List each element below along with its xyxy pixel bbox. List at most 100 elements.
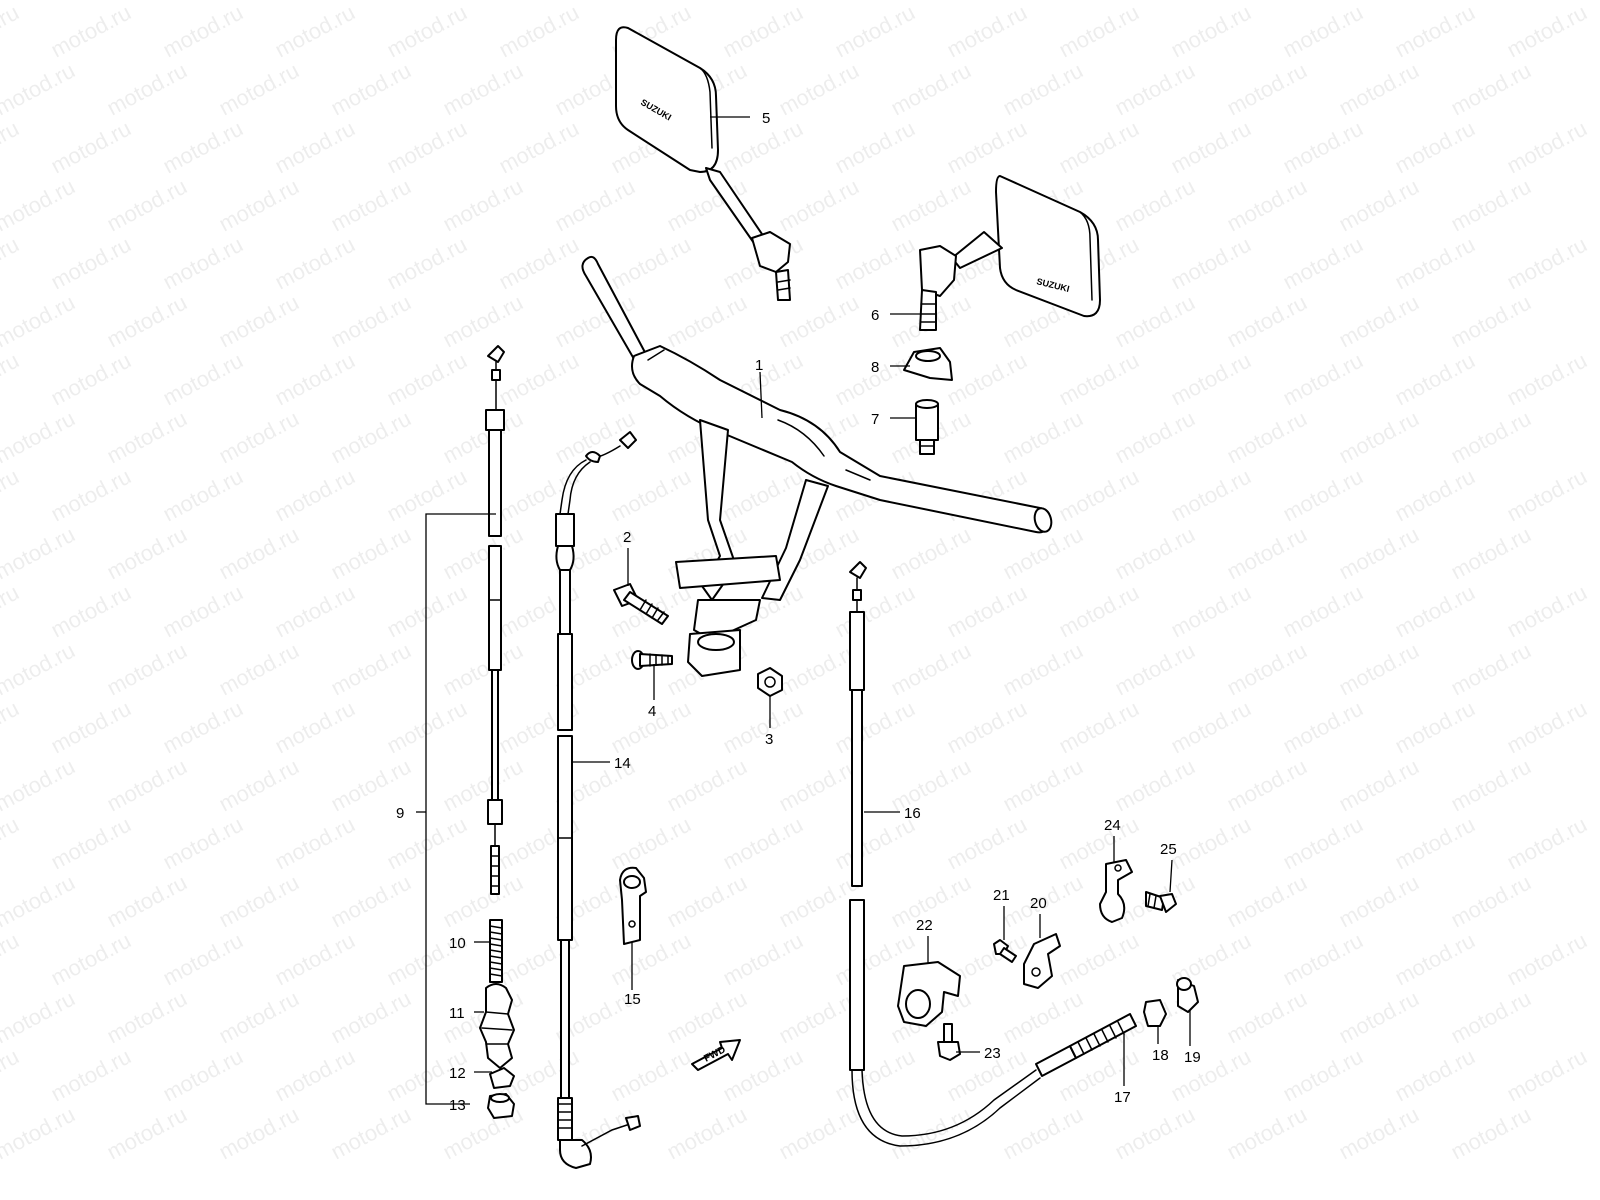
watermark-text: motod.ru (327, 58, 415, 121)
watermark-text: motod.ru (215, 522, 303, 585)
callout-15: 15 (624, 991, 641, 1008)
watermark-text: motod.ru (1167, 464, 1255, 527)
watermark-text: motod.ru (215, 870, 303, 933)
watermark-text: motod.ru (0, 116, 23, 179)
watermark-text: motod.ru (607, 812, 695, 875)
watermark-text: motod.ru (1279, 348, 1367, 411)
watermark-text: motod.ru (1111, 58, 1199, 121)
watermark-text: motod.ru (159, 116, 247, 179)
watermark-text: motod.ru (1223, 174, 1311, 237)
watermark-text: motod.ru (439, 174, 527, 237)
watermark-text: motod.ru (999, 754, 1087, 817)
watermark-text: motod.ru (103, 174, 191, 237)
watermark-text: motod.ru (1447, 522, 1535, 585)
callout-6: 6 (871, 307, 879, 324)
watermark-text: motod.ru (1335, 870, 1423, 933)
watermark-text: motod.ru (607, 928, 695, 991)
watermark-text: motod.ru (159, 696, 247, 759)
callout-3: 3 (765, 731, 773, 748)
part-18-cap (1143, 999, 1167, 1027)
watermark-text: motod.ru (1391, 116, 1479, 179)
watermark-text: motod.ru (1223, 290, 1311, 353)
watermark-text: motod.ru (103, 638, 191, 701)
watermark-text: motod.ru (1279, 232, 1367, 295)
callout-9: 9 (396, 805, 404, 822)
watermark-text: motod.ru (47, 232, 135, 295)
watermark-text: motod.ru (495, 348, 583, 411)
watermark-text: motod.ru (1335, 290, 1423, 353)
watermark-text: motod.ru (439, 754, 527, 817)
watermark-text: motod.ru (47, 1044, 135, 1107)
watermark-text: motod.ru (719, 696, 807, 759)
part-21-screw (993, 939, 1017, 963)
watermark-text: motod.ru (0, 232, 23, 295)
watermark-text: motod.ru (0, 522, 79, 585)
watermark-text: motod.ru (1447, 1102, 1535, 1165)
watermark-text: motod.ru (943, 812, 1031, 875)
part-10-spring (489, 919, 503, 983)
watermark-text: motod.ru (1279, 696, 1367, 759)
watermark-text: motod.ru (103, 870, 191, 933)
watermark-text: motod.ru (271, 116, 359, 179)
callout-4: 4 (648, 703, 656, 720)
watermark-text: motod.ru (1391, 928, 1479, 991)
watermark-text: motod.ru (1335, 174, 1423, 237)
watermark-text: motod.ru (0, 1044, 23, 1107)
watermark-text: motod.ru (383, 348, 471, 411)
watermark-text: motod.ru (943, 348, 1031, 411)
watermark-text: motod.ru (1335, 58, 1423, 121)
watermark-text: motod.ru (1503, 116, 1591, 179)
watermark-text: motod.ru (159, 232, 247, 295)
watermark-text: motod.ru (1503, 928, 1591, 991)
watermark-text: motod.ru (159, 580, 247, 643)
watermark-text: motod.ru (271, 232, 359, 295)
watermark-text: motod.ru (383, 580, 471, 643)
part-16-brake-cable (849, 561, 1041, 1147)
watermark-text: motod.ru (1279, 928, 1367, 991)
watermark-text: motod.ru (943, 116, 1031, 179)
leader-lines (416, 116, 1191, 1105)
watermark-text: motod.ru (887, 174, 975, 237)
watermark-text: motod.ru (271, 580, 359, 643)
watermark-text: motod.ru (607, 464, 695, 527)
watermark-text: motod.ru (271, 464, 359, 527)
part-14-throttle-cable (555, 431, 641, 1169)
watermark-text: motod.ru (1503, 812, 1591, 875)
watermark-text: motod.ru (495, 0, 583, 62)
watermark-text: motod.ru (271, 696, 359, 759)
watermark-text: motod.ru (1223, 522, 1311, 585)
part-24-clamp (1099, 859, 1133, 923)
watermark-text: motod.ru (1055, 348, 1143, 411)
part-12-cap (489, 1067, 515, 1089)
watermark-text: motod.ru (775, 754, 863, 817)
watermark-text: motod.ru (159, 1044, 247, 1107)
watermark-text: motod.ru (719, 464, 807, 527)
watermark-text: motod.ru (663, 1102, 751, 1165)
watermark-text: motod.ru (383, 696, 471, 759)
callout-5: 5 (762, 110, 770, 127)
watermark-text: motod.ru (0, 754, 79, 817)
watermark-text: motod.ru (663, 986, 751, 1049)
watermark-text: motod.ru (999, 58, 1087, 121)
watermark-text: motod.ru (327, 638, 415, 701)
watermark-text: motod.ru (327, 522, 415, 585)
watermark-text: motod.ru (159, 928, 247, 991)
watermark-text: motod.ru (215, 638, 303, 701)
watermark-text: motod.ru (1167, 0, 1255, 62)
watermark-text: motod.ru (663, 290, 751, 353)
callout-25: 25 (1160, 841, 1177, 858)
watermark-text: motod.ru (999, 986, 1087, 1049)
watermark-text: motod.ru (1167, 812, 1255, 875)
watermark-text: motod.ru (439, 522, 527, 585)
watermark-text: motod.ru (1391, 348, 1479, 411)
watermark-text: motod.ru (943, 580, 1031, 643)
watermark-text: motod.ru (327, 1102, 415, 1165)
watermark-text: motod.ru (1167, 348, 1255, 411)
watermark-text: motod.ru (271, 1044, 359, 1107)
watermark-text: motod.ru (0, 928, 23, 991)
watermark-text: motod.ru (159, 812, 247, 875)
watermark-text: motod.ru (663, 754, 751, 817)
part-25-screw (1145, 891, 1177, 913)
watermark-text: motod.ru (327, 870, 415, 933)
